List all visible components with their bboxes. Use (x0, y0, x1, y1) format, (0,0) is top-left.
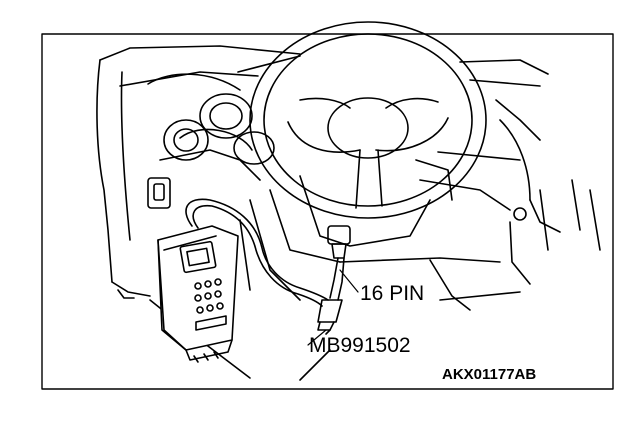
tester-buttons (194, 278, 224, 314)
dashboard-outline (96, 45, 601, 299)
ignition-switch (147, 177, 171, 209)
instrument-gauges (163, 93, 275, 165)
data-link-connector (327, 225, 351, 301)
handheld-tester (157, 225, 239, 363)
connector-pin-label: 16 PIN (360, 282, 425, 305)
figure-frame (41, 33, 614, 390)
steering-wheel (249, 21, 487, 219)
steering-column (269, 159, 453, 263)
figure-code-label: AKX01177AB (442, 366, 537, 383)
part-number-label: MB991502 (309, 334, 411, 357)
tester-cable (185, 198, 329, 307)
lower-dash-panel (239, 199, 501, 311)
callout-leaders (307, 269, 359, 346)
adapter-mb991502 (317, 299, 343, 335)
